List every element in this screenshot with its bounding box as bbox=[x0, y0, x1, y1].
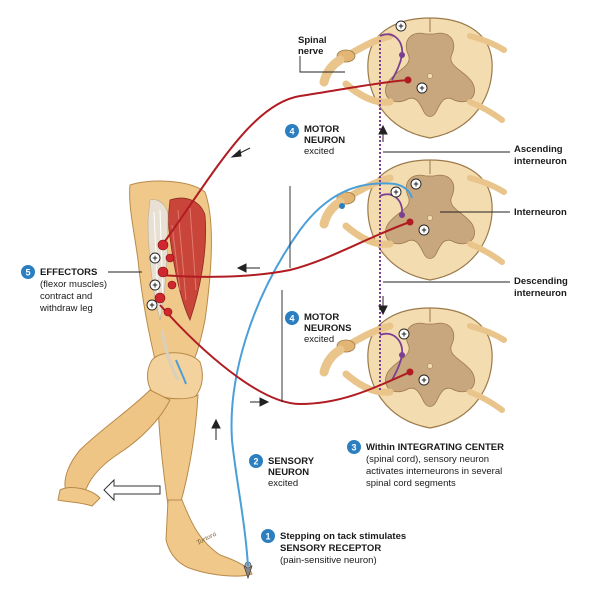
svg-text:(pain-sensitive neuron): (pain-sensitive neuron) bbox=[280, 555, 377, 566]
label-ascending-interneuron: Ascending interneuron bbox=[514, 144, 567, 167]
svg-text:Stepping on tack stimulates: Stepping on tack stimulates bbox=[280, 531, 406, 542]
motor-cell-body bbox=[405, 77, 412, 84]
svg-text:MOTOR: MOTOR bbox=[304, 124, 339, 135]
svg-text:+: + bbox=[152, 280, 157, 290]
interneuron-cell-body bbox=[399, 352, 405, 358]
label-motor-neuron: 4 MOTOR NEURON excited bbox=[285, 124, 345, 157]
plus-sign: + bbox=[150, 253, 160, 263]
interneuron-cell-body bbox=[399, 52, 405, 58]
svg-text:interneuron: interneuron bbox=[514, 156, 567, 167]
svg-text:3: 3 bbox=[351, 443, 356, 453]
motor-cell-body bbox=[407, 369, 414, 376]
plus-sign: + bbox=[419, 375, 429, 385]
plus-sign: + bbox=[391, 187, 401, 197]
label-stepping-on-tack: 1 Stepping on tack stimulates SENSORY RE… bbox=[261, 529, 406, 566]
svg-text:excited: excited bbox=[268, 478, 298, 489]
svg-text:interneuron: interneuron bbox=[514, 288, 567, 299]
plus-sign: + bbox=[399, 329, 409, 339]
svg-text:Descending: Descending bbox=[514, 276, 568, 287]
label-sensory-neuron: 2 SENSORY NEURON excited bbox=[249, 454, 315, 489]
label-interneuron: Interneuron bbox=[514, 207, 567, 218]
svg-text:+: + bbox=[401, 329, 406, 339]
svg-text:4: 4 bbox=[289, 127, 294, 137]
svg-text:(spinal cord), sensory neuron: (spinal cord), sensory neuron bbox=[366, 454, 489, 465]
sensory-cell-body bbox=[339, 203, 345, 209]
spinal-cord-middle bbox=[324, 160, 504, 280]
svg-text:4: 4 bbox=[289, 314, 294, 324]
label-spinal-nerve: Spinal nerve bbox=[298, 35, 327, 57]
svg-text:+: + bbox=[421, 375, 426, 385]
label-descending-interneuron: Descending interneuron bbox=[514, 276, 568, 299]
svg-text:2: 2 bbox=[253, 457, 258, 467]
svg-text:Ascending: Ascending bbox=[514, 144, 563, 155]
spinal-cord-upper bbox=[324, 18, 504, 138]
svg-text:+: + bbox=[393, 187, 398, 197]
svg-text:(flexor muscles): (flexor muscles) bbox=[40, 279, 107, 290]
plus-sign: + bbox=[411, 179, 421, 189]
svg-text:MOTOR: MOTOR bbox=[304, 312, 339, 323]
svg-text:activates interneurons in seve: activates interneurons in several bbox=[366, 466, 502, 477]
label-motor-neurons: 4 MOTOR NEURONS excited bbox=[285, 311, 352, 345]
svg-text:EFFECTORS: EFFECTORS bbox=[40, 267, 97, 278]
svg-text:excited: excited bbox=[304, 334, 334, 345]
svg-text:+: + bbox=[152, 253, 157, 263]
svg-text:withdraw leg: withdraw leg bbox=[39, 303, 93, 314]
svg-text:nerve: nerve bbox=[298, 46, 323, 57]
interneuron-cell-body bbox=[399, 212, 405, 218]
svg-text:+: + bbox=[398, 21, 403, 31]
label-effectors: 5 EFFECTORS (flexor muscles) contract an… bbox=[21, 265, 107, 314]
svg-text:Spinal: Spinal bbox=[298, 35, 327, 46]
svg-text:+: + bbox=[419, 83, 424, 93]
motor-cell-body bbox=[407, 219, 414, 226]
svg-text:+: + bbox=[421, 225, 426, 235]
svg-text:spinal cord segments: spinal cord segments bbox=[366, 478, 456, 489]
svg-text:+: + bbox=[413, 179, 418, 189]
svg-text:SENSORY: SENSORY bbox=[268, 456, 315, 467]
svg-text:NEURON: NEURON bbox=[268, 467, 309, 478]
svg-text:1: 1 bbox=[265, 532, 270, 542]
svg-text:NEURONS: NEURONS bbox=[304, 323, 352, 334]
svg-text:NEURON: NEURON bbox=[304, 135, 345, 146]
leg-illustration bbox=[58, 181, 252, 578]
svg-text:5: 5 bbox=[25, 268, 30, 278]
plus-sign: + bbox=[417, 83, 427, 93]
svg-text:contract and: contract and bbox=[40, 291, 92, 302]
plus-sign: + bbox=[419, 225, 429, 235]
svg-text:SENSORY RECEPTOR: SENSORY RECEPTOR bbox=[280, 543, 381, 554]
plus-sign: + bbox=[147, 300, 157, 310]
svg-text:excited: excited bbox=[304, 146, 334, 157]
label-integrating-center: 3 Within INTEGRATING CENTER (spinal cord… bbox=[347, 440, 504, 489]
plus-sign: + bbox=[396, 21, 406, 31]
plus-sign: + bbox=[150, 280, 160, 290]
svg-text:+: + bbox=[149, 300, 154, 310]
svg-text:Within INTEGRATING CENTER: Within INTEGRATING CENTER bbox=[366, 442, 504, 453]
